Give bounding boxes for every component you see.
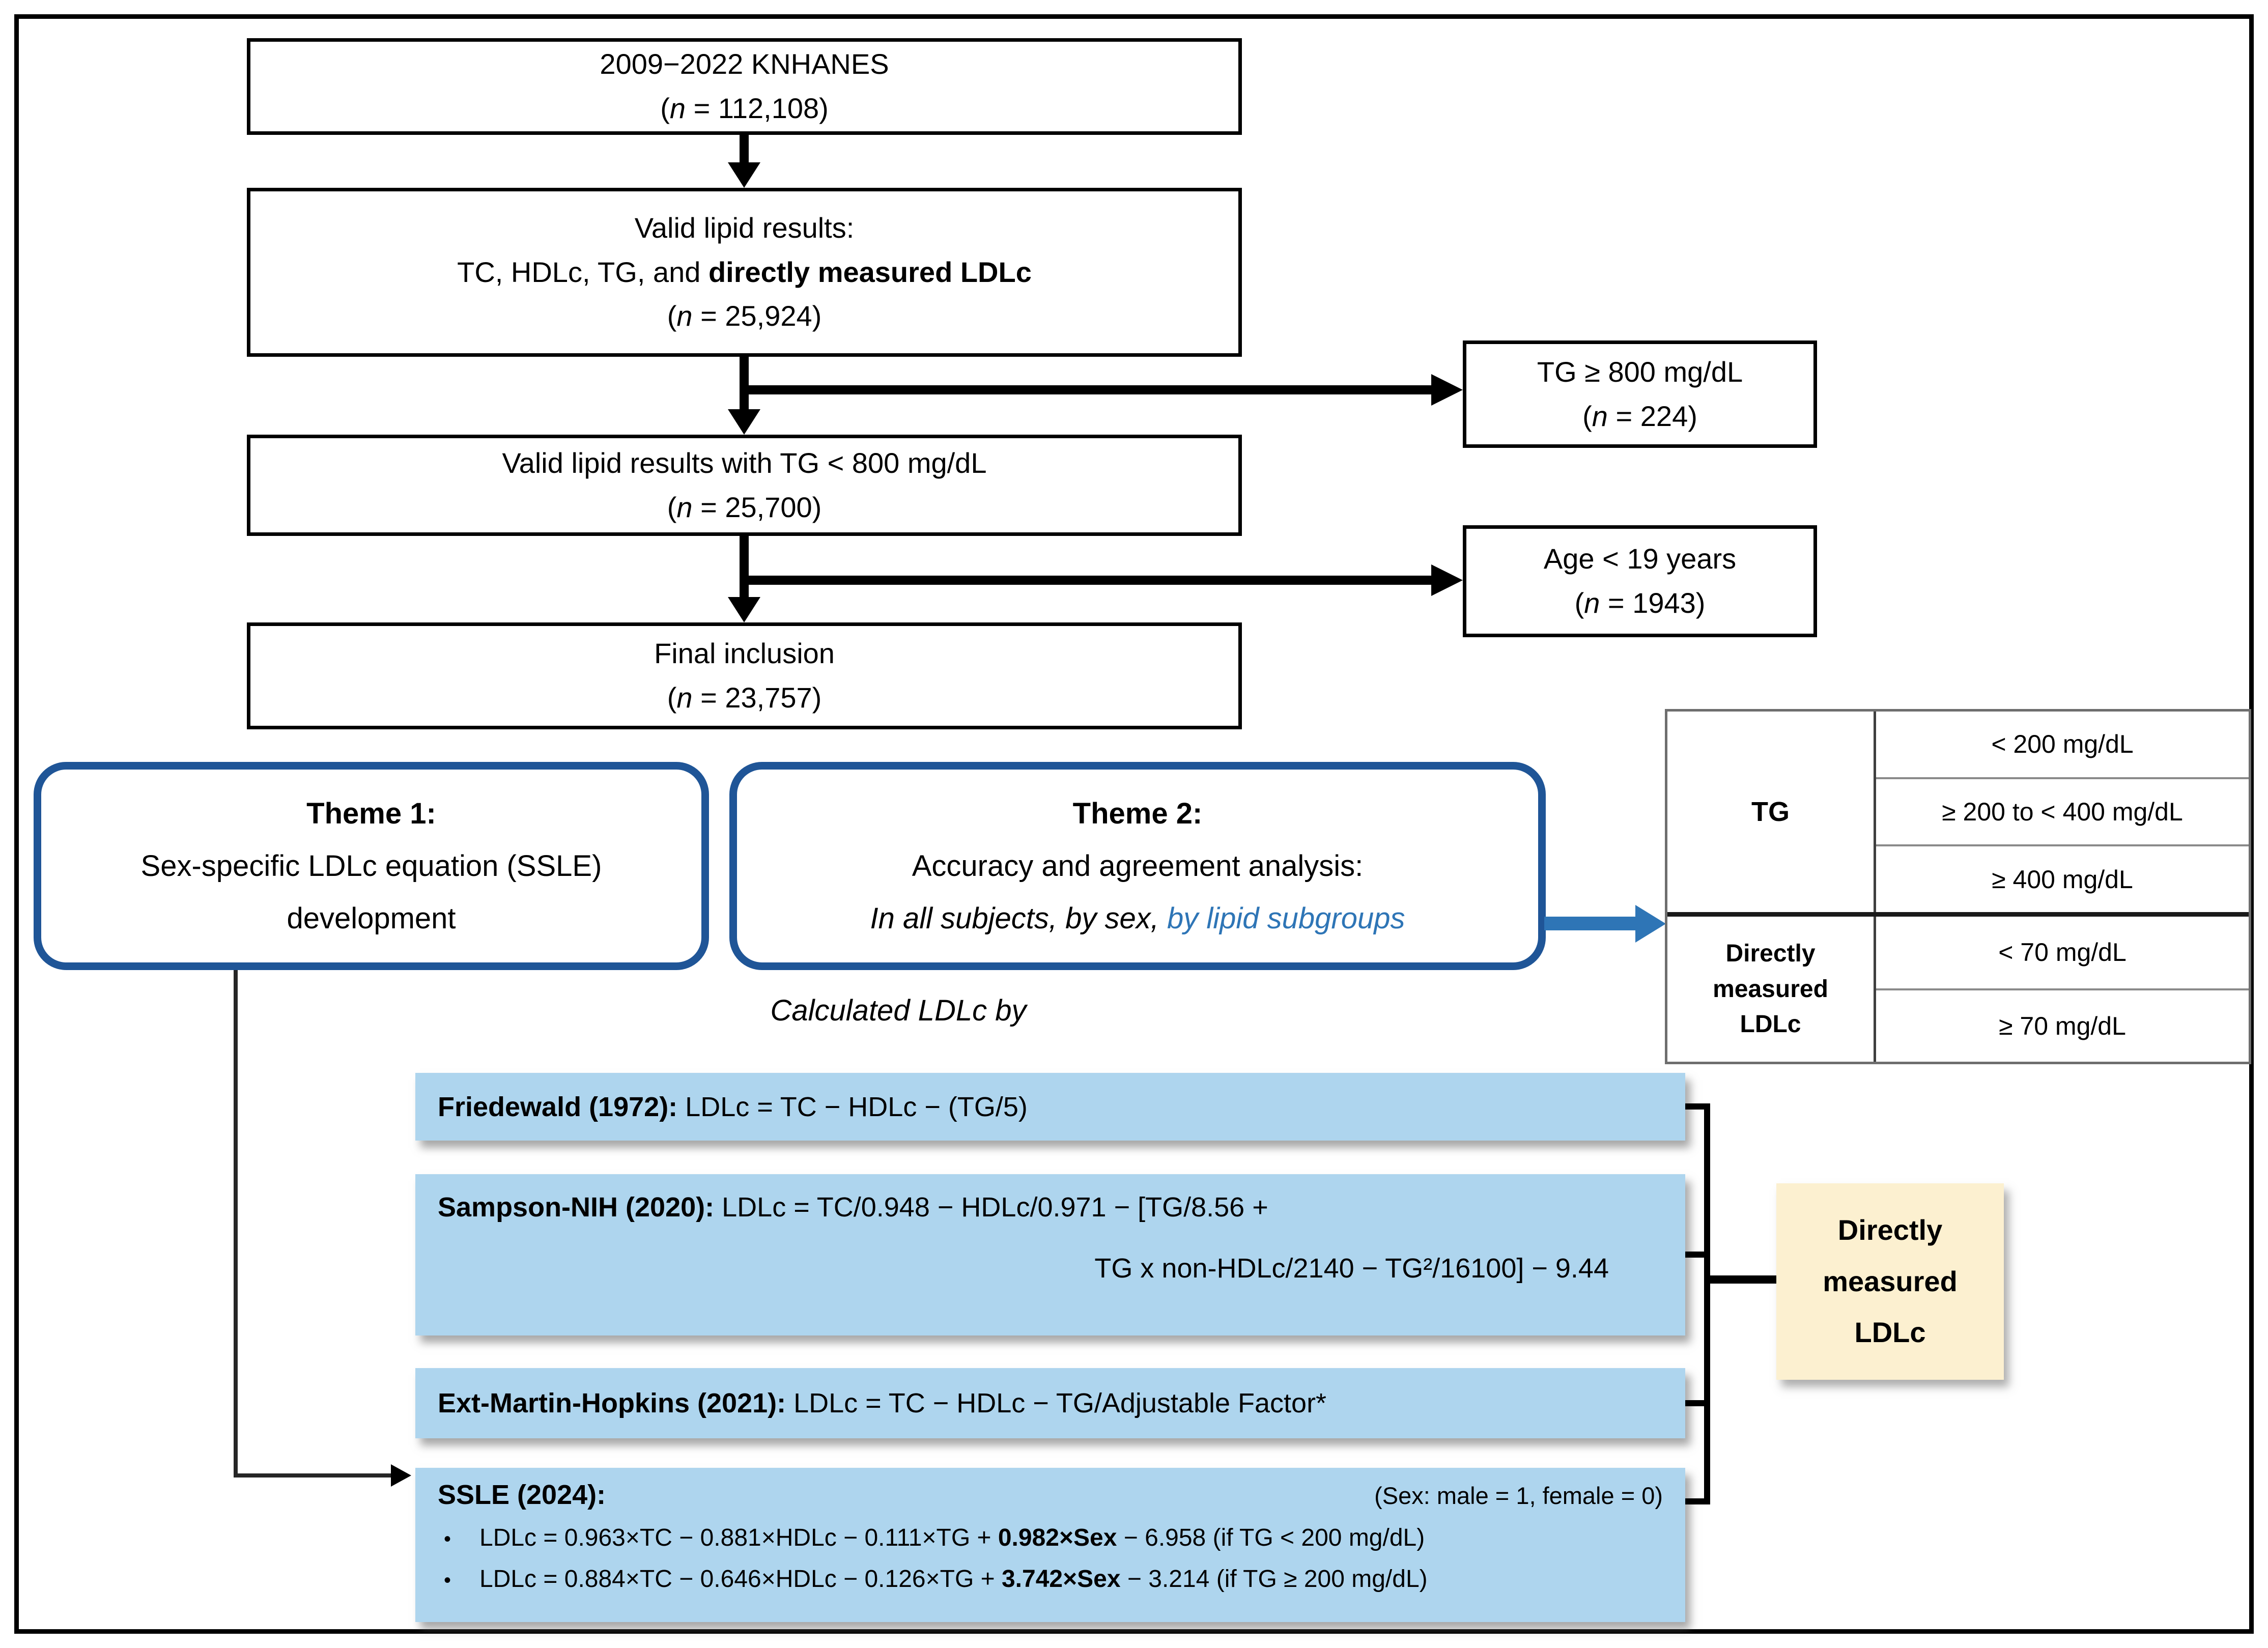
knhanes-source-box: 2009−2022 KNHANES (n = 112,108) — [247, 38, 1242, 135]
final-inclusion-n: (n = 23,757) — [667, 681, 822, 714]
theme2-line2: Accuracy and agreement analysis: — [912, 849, 1364, 883]
table-cell-ldl-2: ≥ 70 mg/dL — [1876, 988, 2249, 1062]
branch-tg-exclusion-shaft — [740, 385, 1431, 394]
table-label-ldl: Directly measured LDLc — [1667, 917, 1876, 1062]
exclusion-age-n: (n = 1943) — [1574, 587, 1706, 619]
bracket-stub-martin — [1685, 1400, 1710, 1406]
directly-measured-box: Directly measured LDLc — [1776, 1183, 2004, 1380]
final-inclusion-title: Final inclusion — [654, 637, 835, 670]
arrow-box1-box2-shaft — [740, 134, 749, 165]
knhanes-n: (n = 112,108) — [660, 92, 829, 124]
bracket-stub-sampson — [1685, 1252, 1710, 1258]
valid-lipid-line2: TC, HDLc, TG, and directly measured LDLc — [457, 255, 1032, 288]
ssle-equation-2-text: LDLc = 0.884×TC − 0.646×HDLc − 0.126×TG … — [479, 1566, 1428, 1593]
ssle-sex-note: (Sex: male = 1, female = 0) — [1374, 1482, 1663, 1509]
theme1-line2: Sex-specific LDLc equation (SSLE) — [140, 849, 602, 883]
exclusion-tg-box: TG ≥ 800 mg/dL (n = 224) — [1463, 340, 1817, 448]
bullet-icon: • — [444, 1569, 451, 1592]
ssle-equation-1: • LDLc = 0.963×TC − 0.881×HDLc − 0.111×T… — [415, 1511, 1685, 1552]
sampson-box: Sampson-NIH (2020): LDLc = TC/0.948 − HD… — [415, 1174, 1685, 1336]
table-label-tg-text: TG — [1751, 797, 1790, 827]
theme1-ssle-connector-horizontal — [234, 1473, 392, 1477]
ssle-title: SSLE (2024): — [438, 1480, 606, 1510]
arrow-box3-box4-head — [728, 597, 760, 622]
branch-tg-exclusion-head — [1431, 374, 1463, 406]
theme1-line3: development — [287, 902, 456, 935]
theme1-ssle-connector-vertical — [234, 970, 238, 1477]
theme2-table-arrow-head — [1635, 905, 1666, 943]
valid-lipid-line1: Valid lipid results: — [634, 211, 855, 244]
directly-measured-line2: measured — [1823, 1265, 1958, 1297]
theme2-line3: In all subjects, by sex, by lipid subgro… — [870, 902, 1405, 935]
table-ldl-rows: < 70 mg/dL ≥ 70 mg/dL — [1876, 917, 2249, 1062]
arrow-box1-box2-head — [728, 162, 760, 188]
exclusion-tg-title: TG ≥ 800 mg/dL — [1537, 355, 1743, 388]
arrow-box3-box4-shaft — [740, 536, 749, 598]
table-label-tg: TG — [1667, 712, 1876, 912]
sampson-equation-line1: Sampson-NIH (2020): LDLc = TC/0.948 − HD… — [438, 1192, 1268, 1223]
theme2-heading: Theme 2: — [1072, 797, 1203, 830]
bullet-icon: • — [444, 1528, 451, 1550]
table-cell-tg-3: ≥ 400 mg/dL — [1876, 844, 2249, 912]
theme1-box: Theme 1: Sex-specific LDLc equation (SSL… — [34, 762, 709, 970]
table-label-ldl-line3: LDLc — [1740, 1011, 1801, 1038]
branch-age-exclusion-head — [1431, 564, 1463, 596]
sampson-equation-line2: TG x non-HDLc/2140 − TG²/16100] − 9.44 — [1094, 1253, 1609, 1284]
ssle-box: SSLE (2024): (Sex: male = 1, female = 0)… — [415, 1468, 1685, 1622]
arrow-box2-box3-shaft — [740, 357, 749, 410]
table-cell-tg-2: ≥ 200 to < 400 mg/dL — [1876, 777, 2249, 845]
directly-measured-line1: Directly — [1837, 1213, 1943, 1246]
bracket-to-measured-connector — [1709, 1275, 1776, 1284]
directly-measured-line3: LDLc — [1854, 1316, 1926, 1349]
branch-age-exclusion-shaft — [740, 576, 1431, 585]
bracket-vertical-line — [1704, 1103, 1710, 1504]
friedewald-box: Friedewald (1972): LDLc = TC − HDLc − (T… — [415, 1073, 1685, 1141]
table-section-tg: TG < 200 mg/dL ≥ 200 to < 400 mg/dL ≥ 40… — [1667, 712, 2249, 912]
knhanes-title: 2009−2022 KNHANES — [600, 48, 889, 80]
exclusion-age-box: Age < 19 years (n = 1943) — [1463, 525, 1817, 637]
figure-border — [14, 14, 2254, 1634]
ssle-equation-2: • LDLc = 0.884×TC − 0.646×HDLc − 0.126×T… — [415, 1552, 1685, 1593]
exclusion-tg-n: (n = 224) — [1582, 400, 1697, 432]
ssle-header-row: SSLE (2024): (Sex: male = 1, female = 0) — [415, 1468, 1685, 1511]
table-label-ldl-line2: measured — [1713, 975, 1828, 1003]
lipid-subgroup-table: TG < 200 mg/dL ≥ 200 to < 400 mg/dL ≥ 40… — [1665, 709, 2251, 1064]
tg-under-800-n: (n = 25,700) — [667, 491, 822, 523]
calculated-ldlc-caption: Calculated LDLc by — [770, 994, 1027, 1027]
theme2-box: Theme 2: Accuracy and agreement analysis… — [729, 762, 1546, 970]
bracket-stub-ssle — [1685, 1498, 1710, 1504]
martin-hopkins-equation: Ext-Martin-Hopkins (2021): LDLc = TC − H… — [438, 1388, 1327, 1418]
table-tg-rows: < 200 mg/dL ≥ 200 to < 400 mg/dL ≥ 400 m… — [1876, 712, 2249, 912]
table-label-ldl-line1: Directly — [1725, 940, 1816, 968]
table-cell-tg-1: < 200 mg/dL — [1991, 730, 2134, 759]
theme1-ssle-connector-head — [391, 1464, 411, 1487]
final-inclusion-box: Final inclusion (n = 23,757) — [247, 622, 1242, 729]
theme1-heading: Theme 1: — [306, 797, 436, 830]
theme2-table-arrow-shaft — [1544, 917, 1636, 930]
valid-lipid-box: Valid lipid results: TC, HDLc, TG, and d… — [247, 188, 1242, 357]
tg-under-800-title: Valid lipid results with TG < 800 mg/dL — [502, 446, 987, 479]
exclusion-age-title: Age < 19 years — [1543, 543, 1737, 575]
arrow-box2-box3-head — [728, 409, 760, 435]
martin-hopkins-box: Ext-Martin-Hopkins (2021): LDLc = TC − H… — [415, 1368, 1685, 1438]
table-section-ldl: Directly measured LDLc < 70 mg/dL ≥ 70 m… — [1667, 912, 2249, 1062]
ssle-equation-1-text: LDLc = 0.963×TC − 0.881×HDLc − 0.111×TG … — [479, 1524, 1425, 1551]
table-cell-ldl-1: < 70 mg/dL — [1998, 938, 2127, 967]
valid-lipid-n: (n = 25,924) — [667, 300, 822, 332]
friedewald-equation: Friedewald (1972): LDLc = TC − HDLc − (T… — [438, 1091, 1028, 1122]
bracket-stub-friedewald — [1685, 1103, 1710, 1110]
tg-under-800-box: Valid lipid results with TG < 800 mg/dL … — [247, 435, 1242, 536]
